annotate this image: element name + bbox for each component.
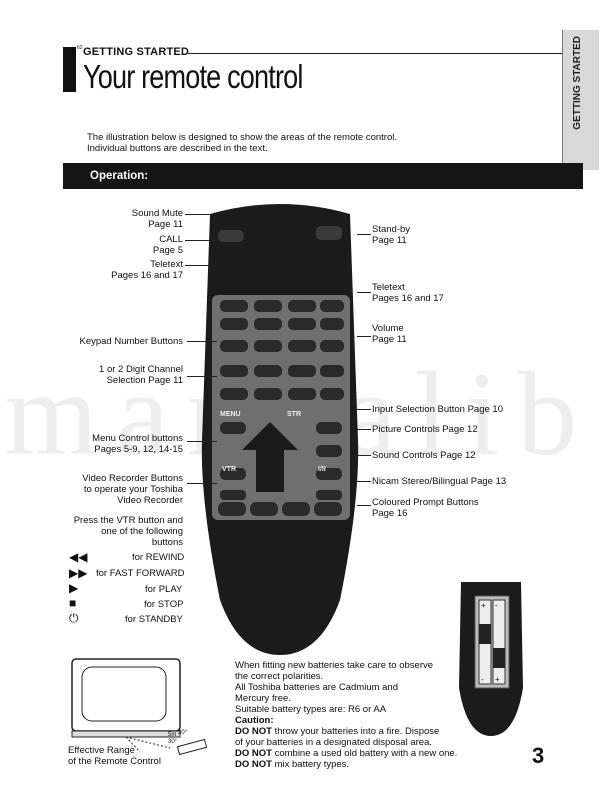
- side-tab: GETTING STARTED: [562, 30, 599, 170]
- stop-icon: ■: [69, 596, 77, 610]
- range-angle-a: 30°: [178, 730, 188, 736]
- legend-play-text: for PLAY: [145, 584, 183, 595]
- svg-text:+: +: [495, 675, 500, 684]
- intro-line-2: Individual buttons are described in the …: [87, 143, 268, 154]
- legend-fast-forward-text: for FAST FORWARD: [96, 568, 185, 579]
- page-number: 3: [532, 743, 545, 768]
- page-marker: 62: [77, 45, 83, 51]
- play-icon: ▶: [69, 581, 79, 595]
- remote-i-ii-label: I/II: [318, 466, 326, 473]
- label-nicam: Nicam Stereo/Bilingual Page 13: [372, 476, 507, 487]
- battery-compartment-illustration: + - - +: [459, 582, 523, 736]
- section-rule: [188, 53, 562, 54]
- leader-line: [357, 292, 371, 293]
- operation-bar: [63, 163, 583, 189]
- leader-line: [187, 376, 217, 377]
- leader-line: [187, 483, 217, 484]
- leader-line: [357, 429, 371, 430]
- leader-line: [357, 455, 371, 456]
- rewind-icon: ◀◀: [69, 550, 88, 564]
- legend-standby-text: for STANDBY: [125, 614, 183, 625]
- intro-line-1: The illustration below is designed to sh…: [87, 132, 397, 143]
- legend-rewind-text: for REWIND: [132, 552, 185, 563]
- leader-line: [357, 336, 371, 337]
- leader-line: [357, 234, 371, 235]
- remote-menu-label: MENU: [220, 411, 241, 418]
- svg-text:+: +: [481, 601, 486, 610]
- side-tab-label: GETTING STARTED: [572, 36, 583, 130]
- battery-notes: When fitting new batteries take care to …: [235, 660, 458, 770]
- range-distance: 5m: [168, 732, 177, 738]
- label-sound-controls: Sound Controls Page 12: [372, 450, 476, 461]
- remote-vtr-label: VTR: [222, 466, 236, 473]
- section-marker-bar: [63, 47, 76, 92]
- leader-line: [185, 240, 215, 241]
- remote-str-label: STR: [287, 411, 301, 418]
- legend-stop-text: for STOP: [144, 599, 184, 610]
- remote-control-illustration: [201, 204, 359, 655]
- standby-icon: ⏻: [69, 611, 79, 625]
- page-title: Your remote control: [83, 58, 303, 95]
- fast-forward-icon: ▶▶: [69, 566, 88, 580]
- leader-line: [187, 341, 217, 342]
- leader-line: [187, 441, 217, 442]
- range-angle-b: 30°: [168, 739, 178, 745]
- label-picture-controls: Picture Controls Page 12: [372, 424, 478, 435]
- svg-text:-: -: [495, 601, 498, 610]
- section-label: GETTING STARTED: [83, 46, 190, 58]
- label-input-selection: Input Selection Button Page 10: [372, 404, 503, 415]
- tv-range-illustration: [71, 658, 208, 755]
- intro-text: The illustration below is designed to sh…: [87, 132, 507, 154]
- leader-line: [357, 505, 371, 506]
- leader-line: [357, 481, 371, 482]
- operation-heading: Operation:: [90, 170, 149, 182]
- svg-text:-: -: [481, 675, 484, 684]
- leader-line: [357, 409, 371, 410]
- leader-line: [185, 265, 215, 266]
- leader-line: [185, 214, 215, 215]
- label-keypad: Keypad Number Buttons: [79, 336, 183, 347]
